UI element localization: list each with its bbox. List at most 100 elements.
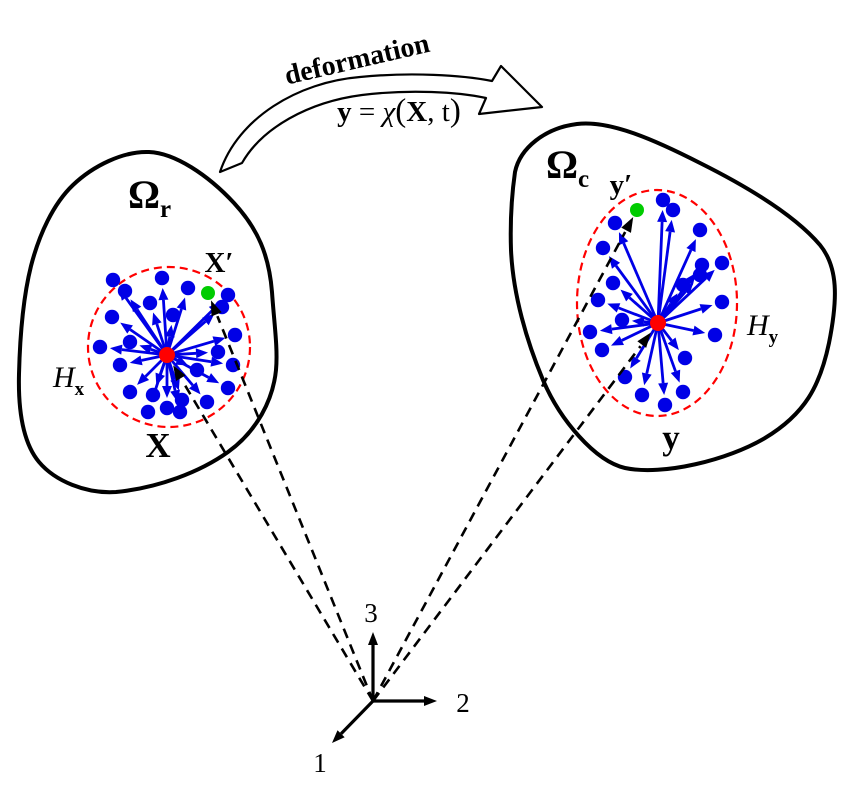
- position-vector-to-X-prime: [216, 315, 375, 702]
- bond-arrow-shaft: [166, 339, 215, 357]
- bond-arrow-shaft: [645, 322, 660, 374]
- bond-arrow-head: [699, 304, 713, 314]
- current-neighbor-point: [630, 203, 644, 217]
- bond-arrow-head: [210, 356, 224, 367]
- bond-arrow-head: [130, 299, 142, 313]
- bond-arrow-head: [120, 322, 133, 334]
- bond-arrow-head: [658, 382, 669, 396]
- material-point-dot: [614, 312, 630, 328]
- bond-arrow-head: [188, 382, 201, 395]
- bond-arrow-head: [620, 289, 633, 302]
- bond-arrow-head: [212, 336, 226, 347]
- bond-arrow-head: [618, 232, 629, 246]
- material-point-dot: [104, 309, 120, 325]
- material-point-dot: [595, 240, 611, 256]
- material-point-dot: [165, 307, 181, 323]
- current-center-point: [650, 315, 666, 331]
- material-point-dot: [675, 384, 691, 400]
- material-point-dot: [117, 283, 133, 299]
- reference-horizon-circle: [86, 265, 252, 429]
- bond-arrow-head: [152, 312, 162, 326]
- motion-equation: y = χ(X, t): [337, 93, 461, 129]
- point-y-label: y: [662, 418, 680, 457]
- material-point-dot: [634, 387, 650, 403]
- horizon-x-label: Hx: [52, 361, 85, 400]
- material-point-dot: [159, 400, 175, 416]
- material-point-dot: [692, 222, 708, 238]
- material-point-dot: [675, 277, 691, 293]
- material-point-dot: [605, 275, 621, 291]
- material-point-dot: [677, 350, 693, 366]
- bond-arrow-head: [599, 324, 613, 335]
- point-X-label: X: [145, 426, 170, 465]
- material-point-dot: [145, 387, 161, 403]
- position-vector-to-y: [371, 345, 642, 702]
- bond-arrow-head: [686, 239, 696, 253]
- bond-arrow-head: [162, 386, 172, 398]
- omega-c-label: Ωc: [546, 142, 589, 193]
- bond-arrow-head: [692, 325, 706, 336]
- material-point-dot: [210, 344, 226, 360]
- material-point-dot: [112, 357, 128, 373]
- current-body-outline: [508, 121, 837, 473]
- material-point-dot: [180, 280, 196, 296]
- bond-arrow-head: [631, 316, 645, 327]
- position-vector-to-y-head: [637, 332, 651, 348]
- bond-arrow-head: [202, 313, 215, 326]
- bond-arrow-shaft: [614, 264, 660, 324]
- position-vector-to-y-prime-head: [621, 217, 634, 233]
- bond-arrow-head: [611, 335, 624, 346]
- axis-2-label: 2: [456, 688, 470, 718]
- material-point-dot: [590, 292, 606, 308]
- bond-arrow-shaft: [622, 242, 660, 324]
- material-point-dot: [657, 397, 673, 413]
- point-y-prime-label: y′: [610, 169, 633, 201]
- bond-arrow-head: [657, 209, 668, 223]
- bond-arrow-head: [630, 355, 641, 369]
- point-X-prime-label: X′: [204, 247, 233, 279]
- bond-arrow-shaft: [656, 221, 664, 324]
- bond-arrow-head: [195, 348, 209, 359]
- bond-arrow-head: [137, 372, 150, 385]
- axis-1-line: [339, 699, 375, 735]
- bond-arrow-head: [641, 372, 652, 386]
- bond-arrow-head: [667, 337, 679, 351]
- label-layer: deformation y = χ(X, t) Ωr Ωc Hx Hy X X′…: [52, 28, 779, 465]
- bond-arrow-head: [670, 369, 681, 383]
- material-point-dot: [122, 334, 138, 350]
- bond-arrow-shaft: [656, 231, 672, 324]
- bond-arrow-shaft: [656, 322, 665, 384]
- bond-arrow-head: [176, 297, 187, 311]
- position-vector-to-y-prime: [371, 231, 627, 702]
- material-point-dot: [607, 215, 623, 231]
- deformation-curved-arrow: [218, 64, 544, 174]
- reference-neighbor-point: [201, 286, 215, 300]
- omega-r-label: Ωr: [128, 172, 171, 223]
- material-point-dot: [105, 272, 121, 288]
- material-point-dot: [142, 295, 158, 311]
- position-vector-to-X-head: [173, 365, 186, 382]
- position-vector-to-X-prime-head: [210, 300, 222, 317]
- bond-arrow-head: [206, 373, 220, 384]
- material-point-dot: [707, 327, 723, 343]
- bond-arrow-shaft: [166, 320, 207, 357]
- bond-arrow-head: [607, 303, 621, 313]
- material-point-dot: [655, 192, 671, 208]
- material-point-dot: [665, 202, 681, 218]
- material-point-dot: [714, 255, 730, 271]
- bond-arrow-shaft: [135, 308, 169, 356]
- bond-arrow-head: [702, 269, 715, 282]
- material-point-dot: [199, 394, 215, 410]
- material-point-dot: [122, 384, 138, 400]
- material-point-dot: [154, 270, 170, 286]
- bond-arrow-head: [129, 355, 143, 366]
- bond-arrow-head: [109, 344, 123, 355]
- reference-center-point: [159, 347, 175, 363]
- material-point-dot: [692, 267, 708, 283]
- position-vector-to-X: [180, 379, 375, 702]
- axis-1-label: 1: [313, 748, 327, 778]
- material-point-dot: [172, 404, 188, 420]
- axis-2-head: [424, 696, 437, 706]
- current-horizon-circle: [575, 188, 739, 418]
